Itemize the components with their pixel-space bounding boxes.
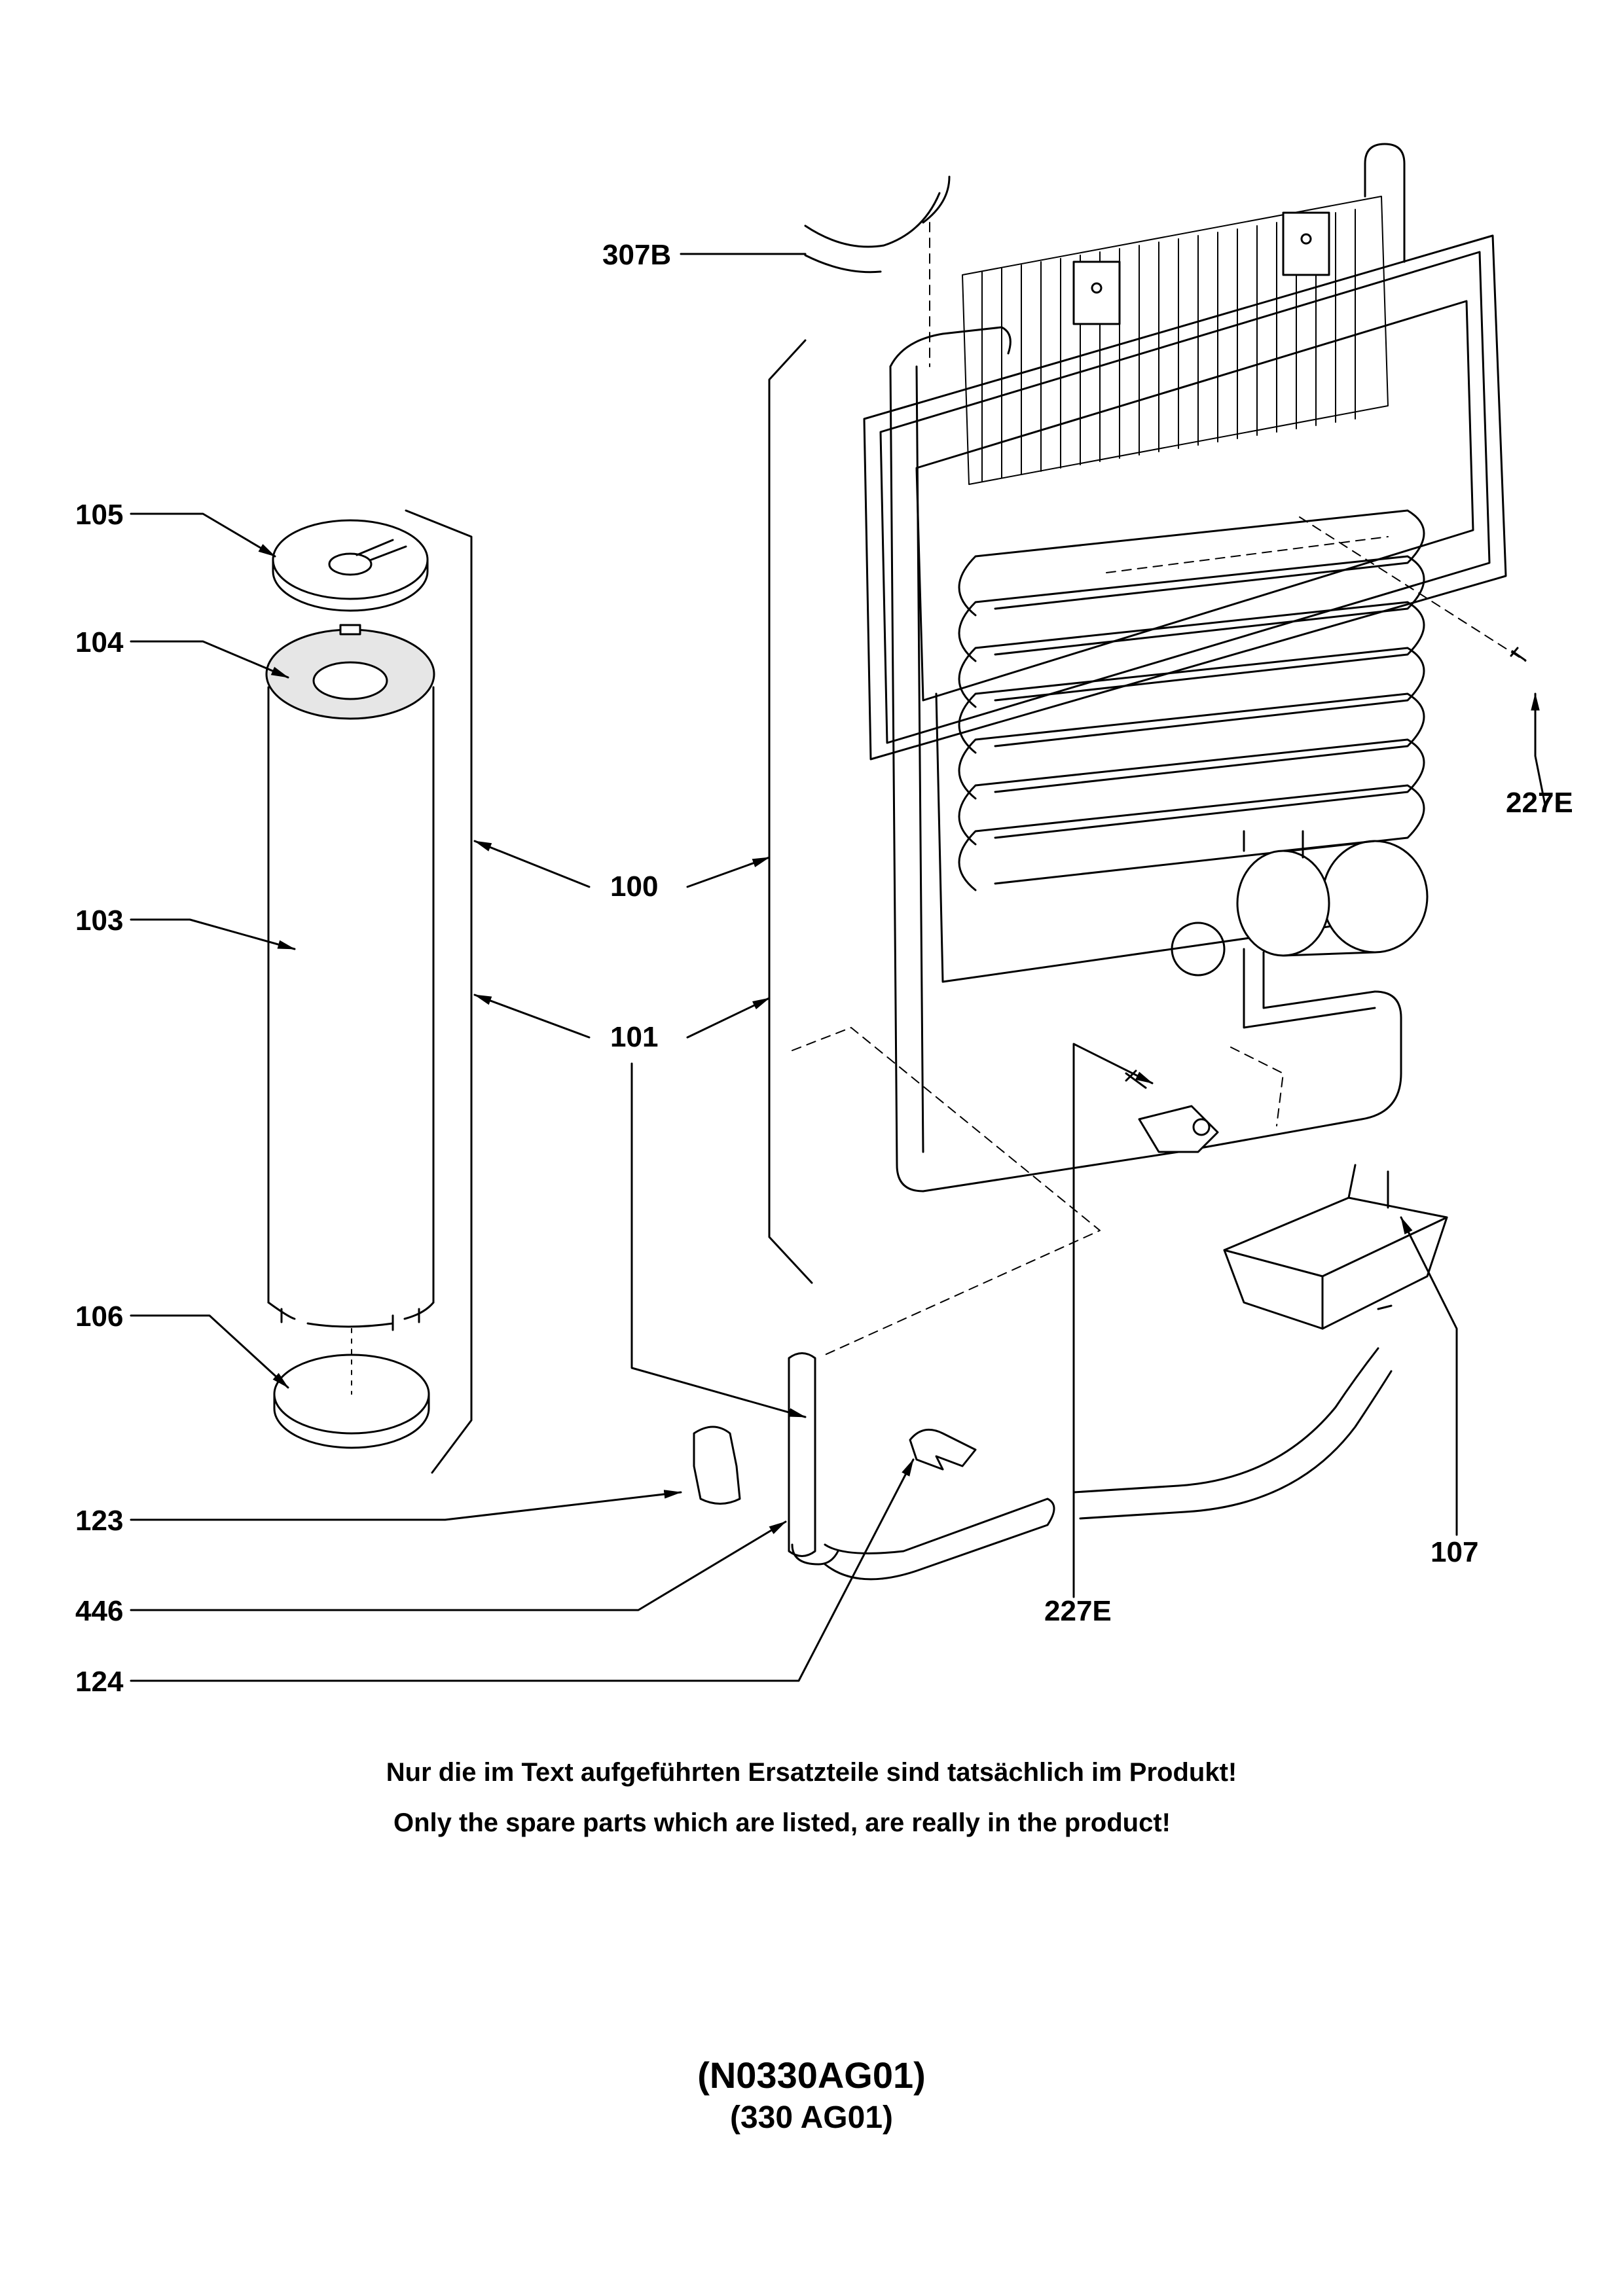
callout-227E-top: 227E: [1506, 787, 1573, 819]
callout-107: 107: [1431, 1536, 1479, 1568]
drawing-ref-primary: (N0330AG01): [697, 2054, 926, 2096]
clamp-icon: [909, 1428, 977, 1471]
callout-123: 123: [75, 1505, 124, 1537]
burner-housing-icon: [788, 1352, 839, 1566]
gas-hose-icon: [804, 175, 1393, 1581]
drawing-ref-secondary: (330 AG01): [730, 2100, 893, 2135]
callout-106: 106: [75, 1300, 124, 1333]
callout-105: 105: [75, 499, 124, 531]
callout-104: 104: [75, 626, 124, 658]
callout-307B: 307B: [602, 239, 672, 271]
callout-446: 446: [75, 1595, 124, 1627]
insulation-tube-icon: [265, 509, 473, 1474]
callout-124: 124: [75, 1666, 124, 1698]
drip-tray-icon: [1223, 1164, 1448, 1330]
unit-outline: [768, 339, 813, 1284]
placement-lines: [792, 222, 1526, 1355]
burner-bracket: [1138, 1105, 1219, 1153]
callout-227E-bottom: 227E: [1044, 1595, 1112, 1627]
callout-103: 103: [75, 905, 124, 937]
screw-icon: [1125, 647, 1527, 1089]
callout-101: 101: [610, 1021, 659, 1053]
note-german: Nur die im Text aufgeführten Ersatzteile…: [386, 1758, 1237, 1787]
clamp-icon: [693, 1426, 741, 1505]
note-english: Only the spare parts which are listed, a…: [393, 1808, 1171, 1837]
leader-lines: [130, 253, 1546, 1682]
cooling-unit-icon: [863, 143, 1507, 1193]
callout-100: 100: [610, 870, 659, 903]
